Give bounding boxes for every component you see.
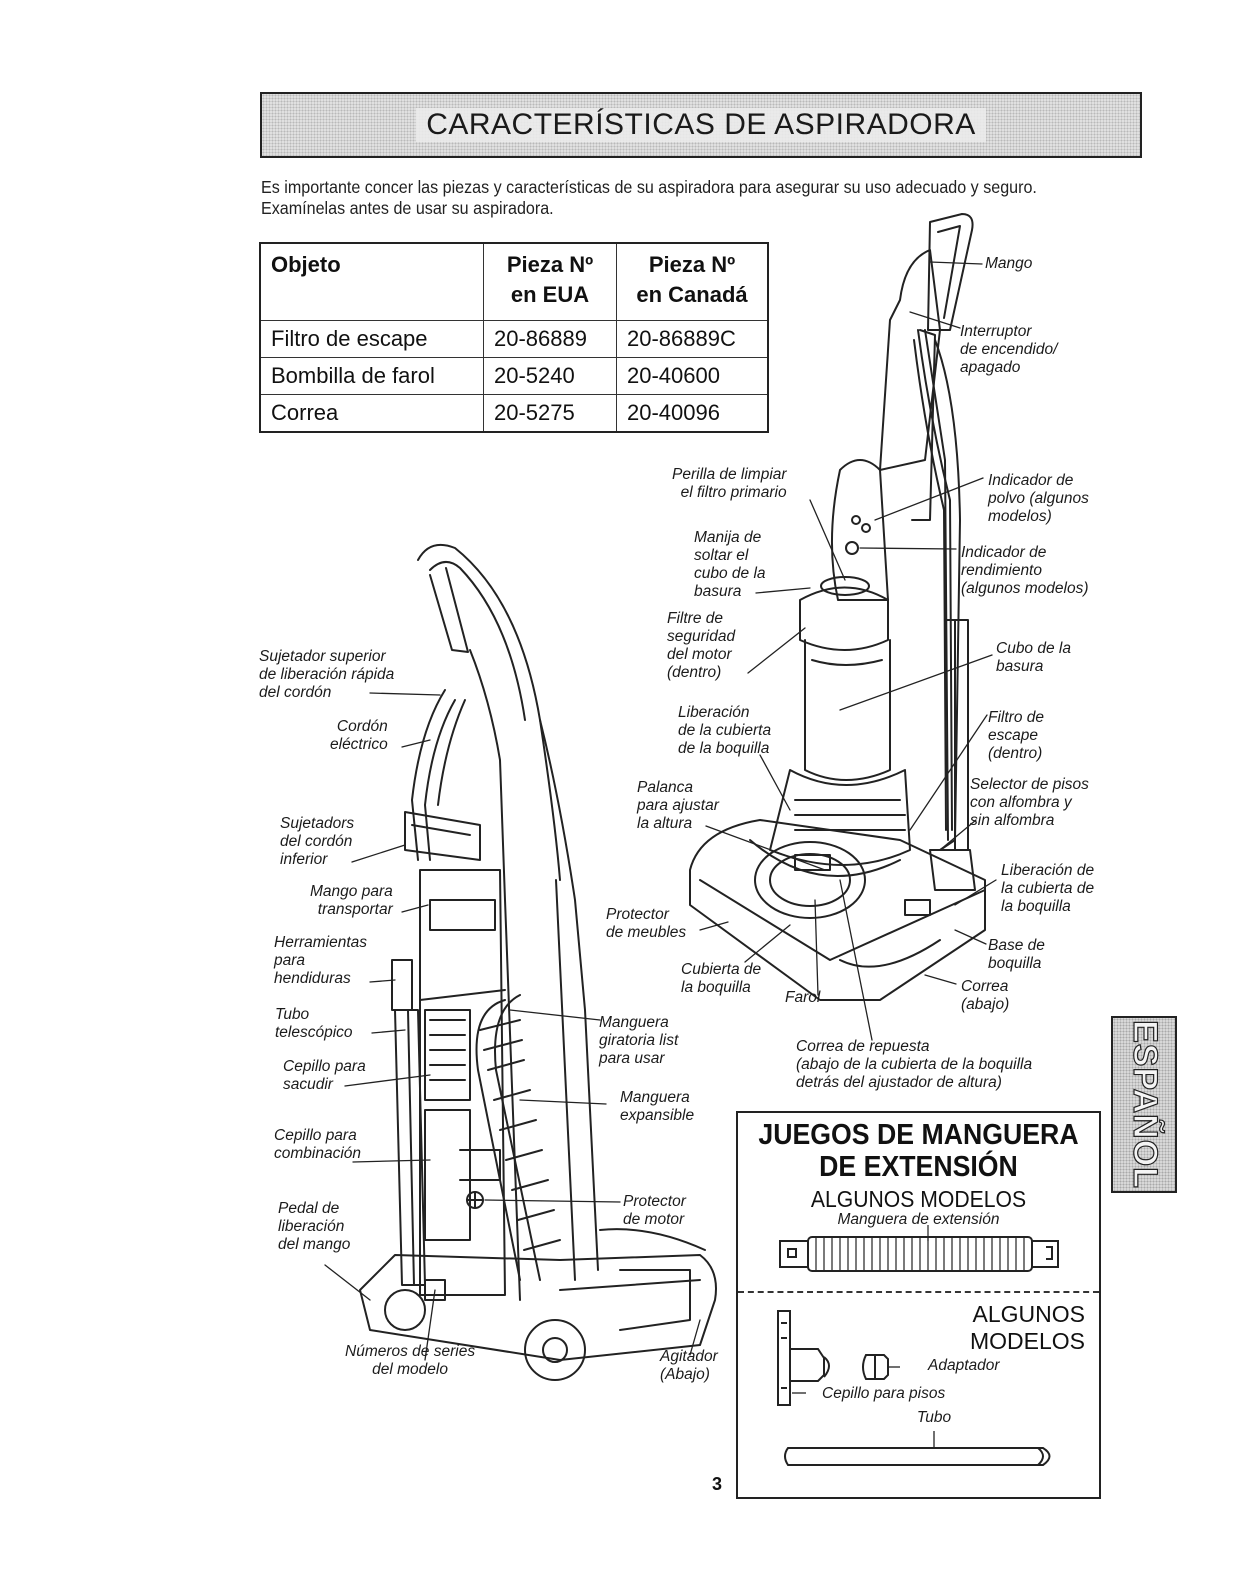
label-indicador-polvo: Indicador de polvo (algunos modelos) <box>988 472 1089 525</box>
label-interruptor: Interruptor de encendido/ apagado <box>960 323 1058 376</box>
label-cubierta-boquilla: Cubierta de la boquilla <box>681 961 762 996</box>
label-cordon-electrico: Cordón eléctrico <box>330 718 388 753</box>
label-sujetador-superior: Sujetador superior de liberación rápida … <box>259 648 395 701</box>
title-banner: CARACTERÍSTICAS DE ASPIRADORA <box>260 92 1142 158</box>
label-correa: Correa (abajo) <box>961 978 1010 1013</box>
label-liberacion-cubierta-2: Liberación de la cubierta de la boquilla <box>1001 862 1095 915</box>
intro-line-1: Es importante concer las piezas y caract… <box>261 177 1037 197</box>
label-mango: Mango <box>985 255 1033 272</box>
table-cell: 20-40096 <box>616 394 769 433</box>
page-title: CARACTERÍSTICAS DE ASPIRADORA <box>416 108 986 142</box>
label-cubo-basura: Cubo de la basura <box>996 640 1071 675</box>
label-base-boquilla: Base de boquilla <box>988 937 1045 972</box>
table-cell: Bombilla de farol <box>259 357 484 395</box>
label-sujetadores-inferior: Sujetadors del cordón inferior <box>280 815 355 868</box>
leader-lines <box>324 261 997 1361</box>
extension-subtitle-2-line2: MODELOS <box>969 1328 1085 1354</box>
table-cell: 20-40600 <box>616 357 769 395</box>
language-tab-label: ESPAÑOL <box>1125 1019 1164 1189</box>
table-row: Bombilla de farol 20-5240 20-40600 <box>259 357 769 395</box>
label-farol: Farol <box>785 989 821 1006</box>
front-vacuum-illustration <box>689 213 986 1001</box>
table-row: Filtro de escape 20-86889 20-86889C <box>259 320 769 358</box>
label-tubo-telescopico: Tubo telescópico <box>275 1006 353 1041</box>
label-perilla: Perilla de limpiar el filtro primario <box>672 466 787 501</box>
label-pedal: Pedal de liberación del mango <box>278 1200 351 1253</box>
label-manguera-extension: Manguera de extensión <box>837 1211 1000 1228</box>
extension-kit-box: JUEGOS DE MANGUERA DE EXTENSIÓN ALGUNOS … <box>736 1111 1101 1499</box>
table-cell: 20-5275 <box>483 394 617 433</box>
label-manguera-giratoria: Manguera giratoria list para usar <box>599 1014 679 1067</box>
dashed-divider <box>738 1291 1099 1293</box>
label-filtro-escape: Filtro de escape (dentro) <box>988 709 1044 762</box>
label-manguera-expansible: Manguera expansible <box>620 1089 695 1124</box>
extension-title-line1: JUEGOS DE MANGUERA <box>758 1119 1079 1151</box>
label-numeros-series: Números de series del modelo <box>345 1343 476 1378</box>
table-cell: Filtro de escape <box>259 320 484 358</box>
extension-subtitle-2-line1: ALGUNOS <box>972 1301 1085 1327</box>
back-vacuum-illustration <box>359 544 717 1381</box>
extension-title-line2: DE EXTENSIÓN <box>819 1151 1018 1183</box>
extension-subtitle-2: ALGUNOS MODELOS <box>970 1301 1085 1355</box>
parts-table: Objeto Pieza Nº en EUA Pieza Nº en Canad… <box>259 242 769 433</box>
label-cepillo-combinacion: Cepillo para combinación <box>274 1127 362 1162</box>
extension-kit-illustration <box>777 1225 1059 1466</box>
intro-text: Es importante concer las piezas y caract… <box>261 177 1089 219</box>
label-palanca: Palanca para ajustar la altura <box>637 779 719 832</box>
label-cepillo-sacudir: Cepillo para sacudir <box>283 1058 366 1093</box>
label-manija: Manija de soltar el cubo de la basura <box>694 529 766 600</box>
label-correa-repuesta: Correa de repuesta (abajo de la cubierta… <box>796 1038 1033 1091</box>
label-filtre-seguridad: Filtre de seguridad del motor (dentro) <box>667 610 736 681</box>
label-mango-transportar: Mango para transportar <box>310 883 393 918</box>
table-header-cell: Pieza Nº en Canadá <box>616 242 769 321</box>
label-selector-pisos: Selector de pisos con alfombra y sin alf… <box>970 776 1089 829</box>
table-cell: 20-5240 <box>483 357 617 395</box>
table-row: Correa 20-5275 20-40096 <box>259 394 769 433</box>
label-tubo: Tubo <box>916 1409 952 1426</box>
label-liberacion-cubierta-1: Liberación de la cubierta de la boquilla <box>678 704 772 757</box>
label-cepillo-pisos: Cepillo para pisos <box>822 1385 946 1402</box>
label-indicador-rendimiento: Indicador de rendimiento (algunos modelo… <box>961 544 1089 597</box>
table-cell: 20-86889 <box>483 320 617 358</box>
table-header-cell: Pieza Nº en EUA <box>483 242 617 321</box>
label-agitador: Agitador (Abajo) <box>660 1348 718 1383</box>
language-tab: ESPAÑOL <box>1111 1016 1177 1193</box>
table-header-row: Objeto Pieza Nº en EUA Pieza Nº en Canad… <box>259 242 769 321</box>
label-adaptador: Adaptador <box>928 1357 1000 1374</box>
extension-subtitle: ALGUNOS MODELOS <box>810 1186 1027 1212</box>
label-protector-motor: Protector de motor <box>623 1193 686 1228</box>
table-cell: Correa <box>259 394 484 433</box>
intro-line-2: Examínelas antes de usar su aspiradora. <box>261 198 554 218</box>
page-number: 3 <box>712 1474 723 1494</box>
table-cell: 20-86889C <box>616 320 769 358</box>
table-header-cell: Objeto <box>259 242 484 321</box>
label-herramientas: Herramientas para hendiduras <box>274 934 368 987</box>
label-protector-muebles: Protector de meubles <box>606 906 687 941</box>
